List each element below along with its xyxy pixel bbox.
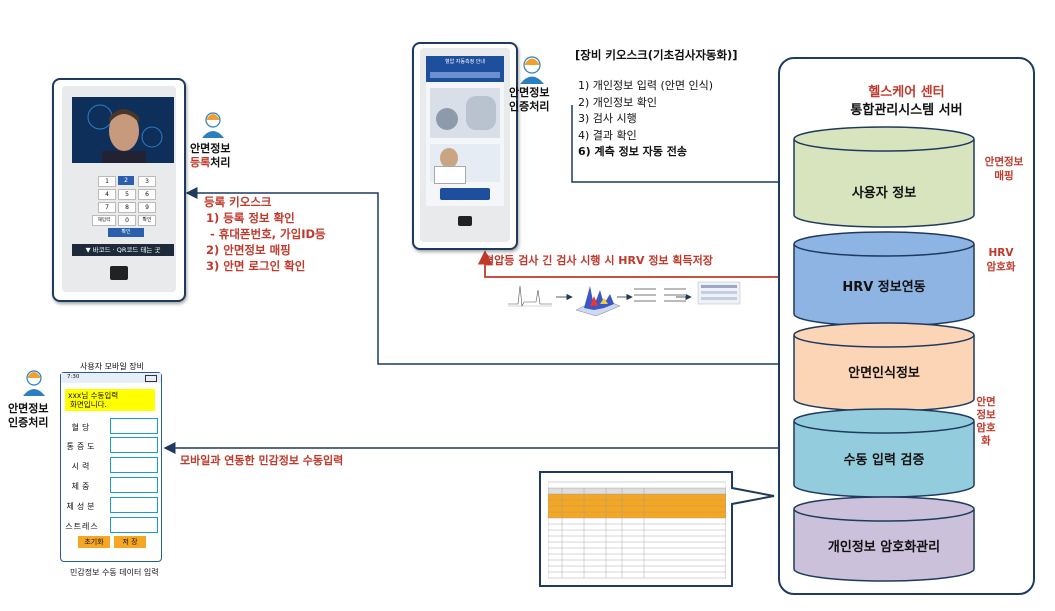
reset-button[interactable]: 초기화	[78, 536, 110, 548]
face-scan-image	[72, 97, 174, 163]
server-subtitle: 통합관리시스템 서버	[850, 103, 963, 118]
db-label-manual: 수동 입력 검증	[843, 453, 925, 468]
kiosk-screen: 혈압 자동측정 안내	[426, 56, 504, 206]
register-kiosk-description: 등록 키오스크 1) 등록 정보 확인 - 휴대폰번호, 가입ID등 2) 안면…	[204, 195, 326, 273]
field-label-stress: 스트레스	[65, 522, 99, 531]
avatar-label-mobile: 안면정보 인증처리	[8, 402, 49, 429]
spectrum-3d-thumb	[575, 286, 621, 317]
mobile-caption-top: 사용자 모바일 장비	[80, 362, 144, 371]
side-label-face-enc: 안면 정보 암호 화	[976, 396, 996, 447]
person-icon	[202, 112, 224, 138]
db-encrypt	[793, 496, 975, 582]
battery-icon	[145, 375, 157, 382]
pain-input[interactable]	[110, 437, 158, 453]
keypad-key[interactable]: 확인	[138, 215, 156, 226]
hrv-analysis-thumbnails	[508, 281, 741, 317]
barcode-bar: ▼ 바코드 · QR코드 태는 곳	[72, 244, 174, 256]
mobile-caption-bottom: 민감정보 수동 데이터 입력	[70, 568, 159, 577]
keypad-key[interactable]: 8	[118, 202, 136, 213]
keypad-key[interactable]: 4	[98, 189, 116, 200]
db-face	[793, 322, 975, 412]
arrow-equipment-to-user	[571, 105, 794, 188]
hrv-flow-label: 혈압등 검사 긴 검사 시행 시 HRV 정보 획득저장	[484, 254, 713, 267]
db-label-hrv: HRV 정보연동	[842, 280, 926, 295]
device-photo	[430, 88, 500, 138]
measure-values-thumb	[634, 288, 656, 302]
keypad-key[interactable]: 0	[118, 215, 136, 226]
field-label-weight: 체중	[71, 482, 93, 491]
stress-input[interactable]	[110, 517, 158, 533]
field-label-body-comp: 체성분	[66, 502, 98, 511]
registration-kiosk: 1 2 3 4 5 6 7 8 9 재입력 0 확인 확인 ▼ 바코드 · QR…	[52, 78, 186, 302]
db-hrv	[793, 231, 975, 327]
field-label-vision: 시력	[71, 462, 93, 471]
screen-header: 혈압 자동측정 안내	[426, 56, 504, 82]
hrv-report-thumb	[697, 281, 741, 305]
keypad-key[interactable]: 6	[138, 189, 156, 200]
db-label-user-info: 사용자 정보	[851, 186, 917, 201]
db-user-info	[793, 126, 975, 228]
keypad-key[interactable]: 1	[98, 176, 116, 187]
kiosk-body: 혈압 자동측정 안내	[420, 48, 510, 242]
input-banner: xxx님 수동입력 화면입니다.	[65, 389, 155, 411]
body-comp-input[interactable]	[110, 497, 158, 513]
database-cylinders	[793, 126, 975, 582]
side-label-face-map: 안면정보 매핑	[984, 156, 1024, 182]
keypad-key[interactable]: 2	[118, 176, 134, 185]
vision-input[interactable]	[110, 457, 158, 473]
db-table-preview	[548, 480, 726, 580]
start-button[interactable]	[440, 188, 490, 200]
db-label-face: 안면인식정보	[848, 366, 920, 381]
kiosk-screen	[72, 97, 174, 163]
server-title: 헬스케어 센터	[868, 85, 945, 100]
doctor-photo	[430, 144, 500, 184]
arrow-hrv-to-kiosk	[477, 250, 795, 278]
blood-sugar-input[interactable]	[110, 418, 158, 434]
keypad-key[interactable]: 5	[118, 189, 136, 200]
card-slot	[458, 216, 472, 226]
weight-input[interactable]	[110, 477, 158, 493]
equipment-kiosk-steps: 1) 개인정보 입력 (안면 인식) 2) 개인정보 확인 3) 검사 시행 4…	[578, 79, 714, 158]
confirm-button[interactable]: 확인	[108, 228, 144, 237]
keypad-key[interactable]: 재입력	[92, 215, 116, 226]
field-label-pain: 통증도	[66, 442, 98, 451]
ecg-signal-thumb	[508, 285, 552, 308]
save-button[interactable]: 저 장	[114, 536, 146, 548]
db-label-encrypt: 개인정보 암호화관리	[827, 540, 941, 555]
card-slot	[110, 266, 128, 280]
mobile-arrow-label: 모바일과 연동한 민감정보 수동입력	[180, 454, 344, 467]
db-table-image	[548, 480, 726, 580]
status-time: 7:30	[67, 374, 80, 380]
person-icon	[520, 56, 544, 84]
keypad-key[interactable]: 7	[98, 202, 116, 213]
kiosk-body: 1 2 3 4 5 6 7 8 9 재입력 0 확인 확인 ▼ 바코드 · QR…	[62, 86, 176, 292]
arrow-register-to-face	[185, 187, 795, 365]
person-icon	[23, 370, 45, 396]
field-label-blood-sugar: 혈당	[71, 423, 93, 432]
screen-tabs	[430, 72, 500, 78]
side-label-hrv: HRV 암호화	[986, 247, 1016, 273]
keypad-key[interactable]: 9	[138, 202, 156, 213]
result-values-thumb	[664, 288, 686, 302]
avatar-label-register: 안면정보 등록처리	[190, 142, 231, 169]
status-bar: 7:30	[61, 373, 161, 383]
equipment-kiosk: 혈압 자동측정 안내	[412, 42, 518, 250]
db-manual	[793, 408, 975, 498]
equipment-kiosk-heading: [장비 키오스크(기초검사자동화)]	[575, 48, 738, 62]
keypad-key[interactable]: 3	[138, 176, 156, 187]
avatar-label-equipment: 안면정보 인증처리	[509, 86, 550, 113]
